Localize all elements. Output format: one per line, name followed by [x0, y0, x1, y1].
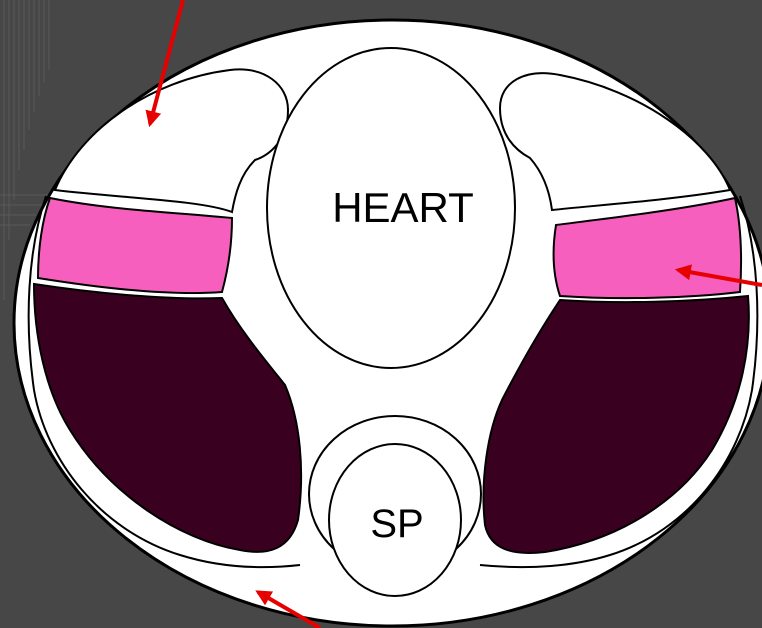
spine-label: SP [370, 502, 423, 546]
heart-label: HEART [332, 184, 474, 231]
